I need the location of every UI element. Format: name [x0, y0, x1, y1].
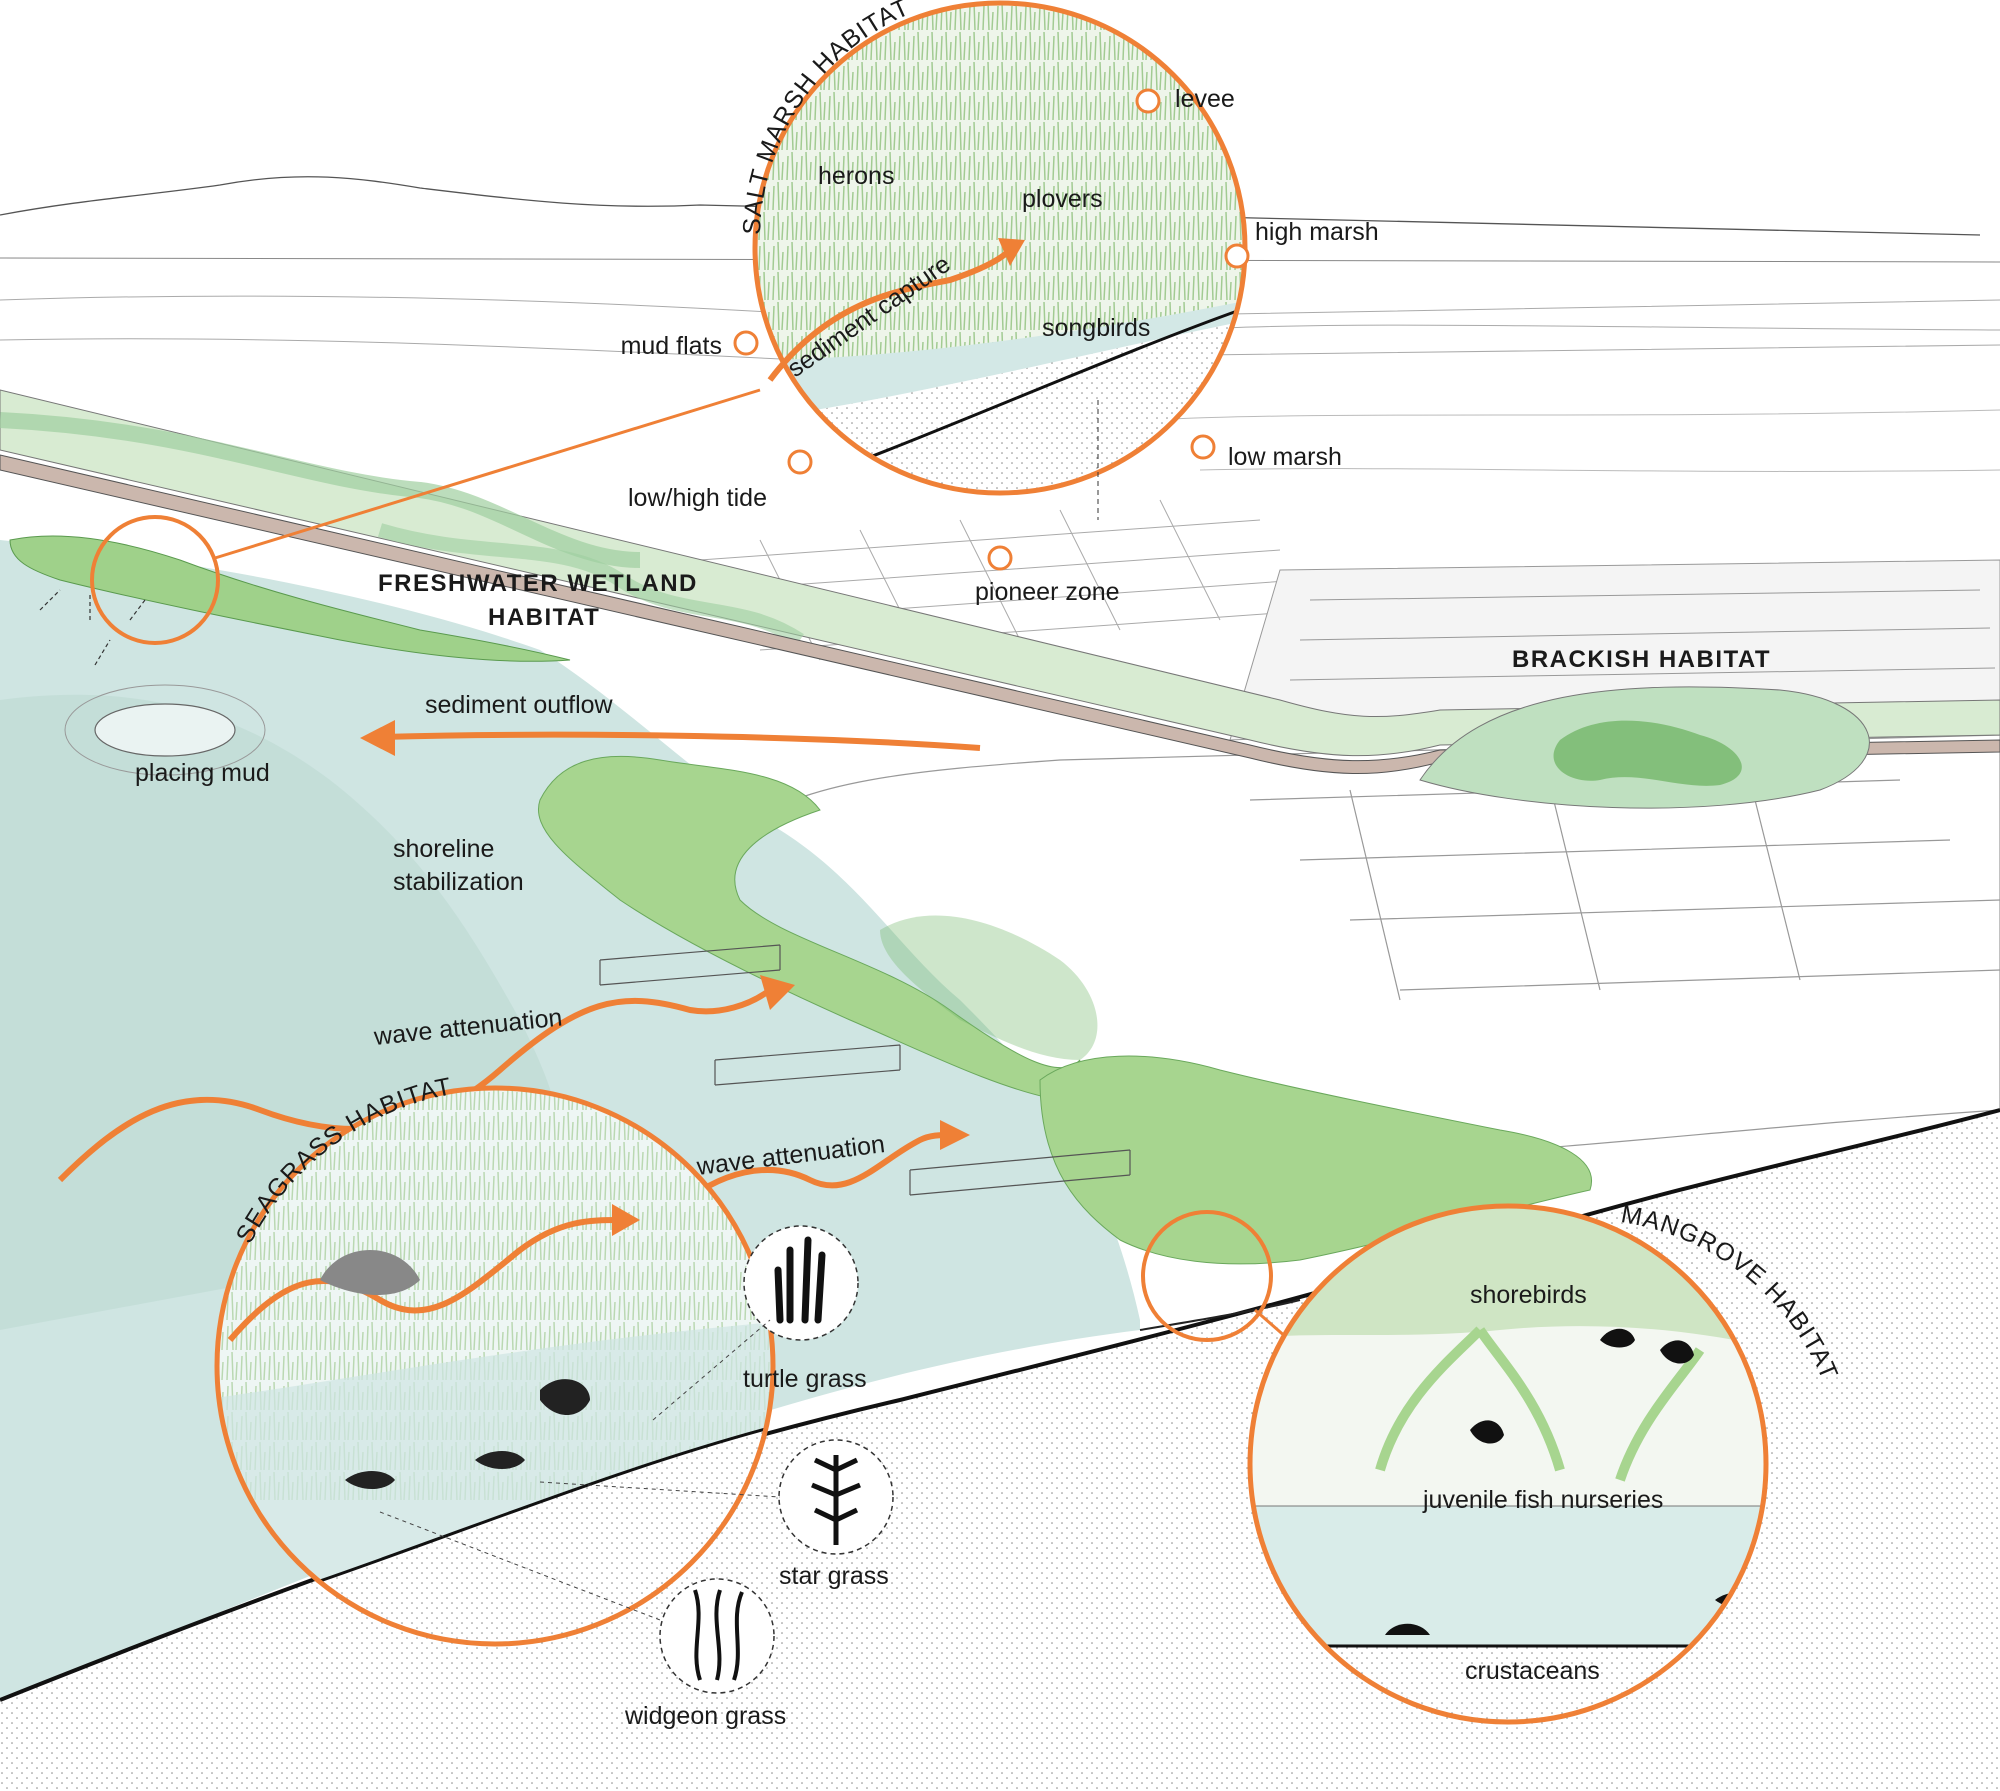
sediment-outflow-label: sediment outflow	[425, 691, 614, 719]
turtle-grass-icon	[652, 1225, 859, 1421]
shoreline-label-line2: stabilization	[393, 868, 524, 896]
mud-flats-callout: mud flats	[621, 332, 722, 360]
shorebirds-label: shorebirds	[1470, 1281, 1587, 1309]
shorebird-icon-3	[1470, 1420, 1504, 1444]
star-grass-label: star grass	[779, 1562, 889, 1590]
crab-icon	[1385, 1623, 1430, 1635]
pioneer-zone-callout: pioneer zone	[975, 578, 1120, 606]
widgeon-grass-icon	[379, 1511, 775, 1694]
ray-icon	[320, 1250, 420, 1295]
turtle-grass-label: turtle grass	[743, 1365, 867, 1393]
callout-dots	[733, 88, 1250, 571]
shorebird-icon	[1600, 1328, 1635, 1348]
freshwater-label-line1: FRESHWATER WETLAND	[378, 570, 698, 597]
low-high-tide-callout: low/high tide	[628, 484, 767, 512]
plovers-label: plovers	[1022, 185, 1103, 213]
freshwater-label-line2: HABITAT	[488, 604, 600, 631]
fish-icon-2	[345, 1471, 395, 1489]
placing-mud-label: placing mud	[135, 759, 270, 787]
levee-and-wetland	[0, 389, 2000, 809]
high-marsh-callout: high marsh	[1255, 218, 1379, 246]
seagrass-wave-arrow	[227, 1217, 621, 1342]
freshwater-vegetation-strip	[9, 535, 571, 662]
wave-arrow-2	[673, 1132, 951, 1213]
songbirds-label: songbirds	[1042, 314, 1150, 342]
fish-icon	[475, 1451, 525, 1469]
brackish-wetland	[1419, 686, 1870, 809]
species-icons	[379, 1225, 894, 1694]
widgeon-grass-label: widgeon grass	[624, 1702, 786, 1730]
turtle-icon	[540, 1379, 590, 1415]
star-grass-icon	[539, 1439, 894, 1555]
juvenile-fish-label: juvenile fish nurseries	[1422, 1486, 1663, 1514]
crustaceans-label: crustaceans	[1465, 1657, 1600, 1685]
mangrove-circle	[1247, 1203, 1769, 1725]
levee-callout: levee	[1175, 85, 1235, 113]
brackish-label: BRACKISH HABITAT	[1512, 646, 1771, 673]
herons-label: herons	[818, 162, 894, 190]
salt-marsh-locator	[90, 388, 761, 645]
levee-road	[0, 454, 2000, 774]
sediment-outflow-arrow	[379, 731, 981, 751]
mangrove-canopy-upper	[538, 755, 1081, 1101]
sediment-capture-arrow	[767, 247, 1013, 382]
placing-mud-island	[94, 703, 236, 757]
low-marsh-callout: low marsh	[1228, 443, 1342, 471]
salt-marsh-inset	[733, 0, 1250, 571]
shoreline-label-line1: shoreline	[393, 835, 494, 863]
seagrass-circle	[214, 1085, 776, 1647]
breakwater-fences	[599, 944, 1131, 1196]
distant-mountains	[0, 176, 1981, 236]
shorebird-icon-2	[1660, 1340, 1694, 1364]
